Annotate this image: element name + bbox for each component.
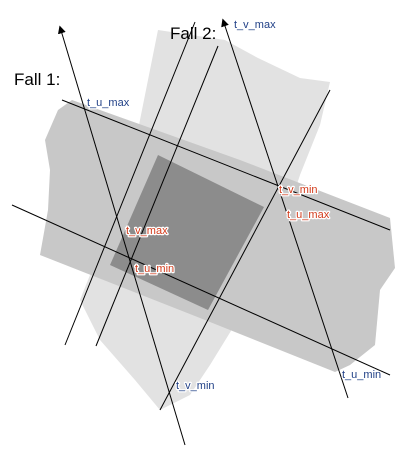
slab-v-edge-right2 (159, 89, 331, 411)
ray-case1-arrow (58, 25, 186, 446)
case2-t-v-max-label: t_v_max (234, 19, 276, 31)
slab-u-edge-top (61, 99, 391, 231)
case1-t-u-max-label: t_u_max (87, 97, 130, 109)
case1-t-v-max-label: t_v_max (126, 225, 168, 237)
case1-t-v-min-label: t_v_min (176, 380, 215, 392)
case2-t-u-min-label: t_u_min (342, 369, 381, 381)
slab-u-edge-bottom (11, 204, 391, 376)
overlap-region (110, 155, 264, 310)
case2-t-v-min-label: t_v_min (279, 184, 318, 196)
slab-v-edge-right (95, 45, 219, 347)
case2-t-u-max-label: t_u_max (287, 209, 330, 221)
case1-label: Fall 1: (14, 70, 60, 89)
case2-label: Fall 2: (170, 24, 216, 43)
case1-t-u-min-label: t_u_min (135, 263, 174, 275)
slab-v-edge-left (64, 21, 196, 346)
ray-case2-arrow (221, 18, 349, 399)
